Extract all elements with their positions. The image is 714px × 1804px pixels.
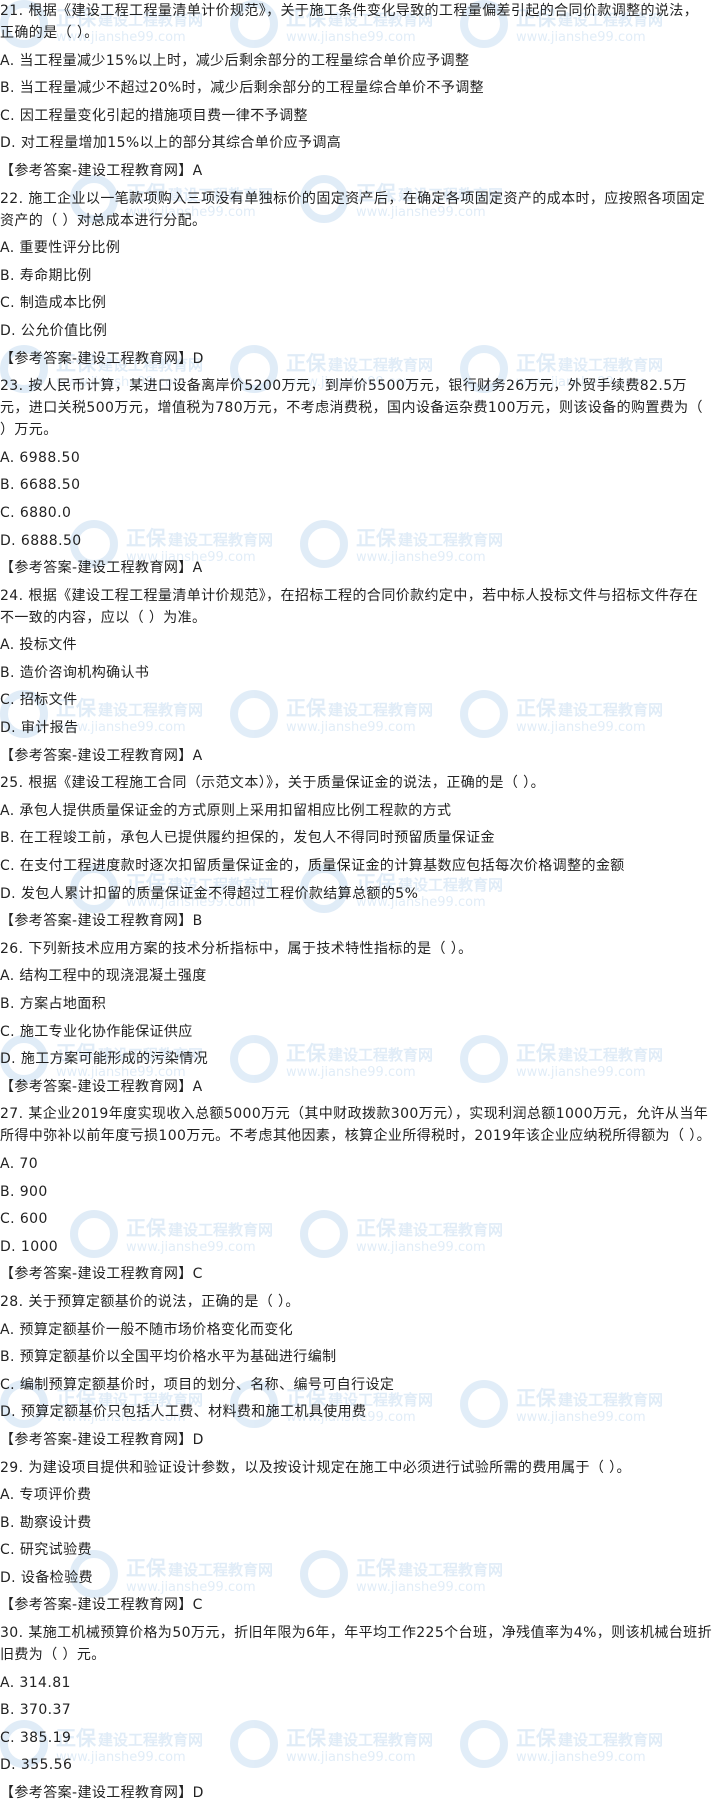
answer-option: D. 施工方案可能形成的污染情况 [0,1051,209,1068]
answer-option: D. 1000 [0,1238,59,1255]
question-stem: 28. 关于预算定额基价的说法，正确的是（ ）。 [0,1293,300,1310]
reference-answer: 【参考答案-建设工程教育网】D [0,1431,204,1448]
question-stem: 27. 某企业2019年度实现收入总额5000万元（其中财政拨款300万元），实… [0,1106,711,1145]
question-stem: 26. 下列新技术应用方案的技术分析指标中，属于技术特性指标的是（ ）。 [0,940,473,957]
answer-option: B. 900 [0,1183,48,1200]
answer-option: A. 结构工程中的现浇混凝土强度 [0,968,207,985]
answer-option: D. 审计报告 [0,720,79,737]
answer-option: C. 因工程量变化引起的措施项目费一律不予调整 [0,107,308,124]
answer-option: D. 对工程量增加15%以上的部分其综合单价应予调高 [0,135,342,152]
question-stem: 24. 根据《建设工程工程量清单计价规范》，在招标工程的合同价款约定中，若中标人… [0,587,699,626]
question-stem: 23. 按人民币计算，某进口设备离岸价5200万元，到岸价5500万元，银行财务… [0,378,703,439]
answer-option: A. 承包人提供质量保证金的方式原则上采用扣留相应比例工程款的方式 [0,802,452,819]
answer-option: C. 研究试验费 [0,1542,92,1559]
question-block: 21. 根据《建设工程工程量清单计价规范》，关于施工条件变化导致的工程量偏差引起… [0,0,712,182]
question-block: 28. 关于预算定额基价的说法，正确的是（ ）。 A. 预算定额基价一般不随市场价… [0,1291,712,1451]
answer-option: B. 造价咨询机构确认书 [0,664,150,681]
reference-answer: 【参考答案-建设工程教育网】D [0,1785,204,1802]
question-block: 25. 根据《建设工程施工合同（示范文本）》，关于质量保证金的说法，正确的是（ … [0,772,712,932]
answer-option: C. 385.19 [0,1729,72,1746]
answer-option: A. 专项评价费 [0,1487,92,1504]
question-block: 23. 按人民币计算，某进口设备离岸价5200万元，到岸价5500万元，银行财务… [0,375,712,579]
answer-option: A. 当工程量减少15%以上时，减少后剩余部分的工程量综合单价应予调整 [0,52,470,69]
answer-option: C. 制造成本比例 [0,295,107,312]
answer-option: D. 预算定额基价只包括人工费、材料费和施工机具使用费 [0,1404,367,1421]
answer-option: A. 314.81 [0,1674,71,1691]
question-stem: 22. 施工企业以一笔款项购入三项没有单独标价的固定资产后，在确定各项固定资产的… [0,190,706,229]
answer-option: A. 6988.50 [0,449,81,466]
reference-answer: 【参考答案-建设工程教育网】B [0,913,203,930]
answer-option: C. 600 [0,1211,48,1228]
reference-answer: 【参考答案-建设工程教育网】C [0,1266,203,1283]
question-block: 22. 施工企业以一笔款项购入三项没有单独标价的固定资产后，在确定各项固定资产的… [0,188,712,370]
question-stem: 29. 为建设项目提供和验证设计参数，以及按设计规定在施工中必须进行试验所需的费… [0,1459,631,1476]
answer-option: A. 70 [0,1155,39,1172]
answer-option: C. 施工专业化协作能保证供应 [0,1023,193,1040]
answer-option: D. 公允价值比例 [0,322,108,339]
answer-option: B. 寿命期比例 [0,267,92,284]
answer-option: C. 招标文件 [0,692,78,709]
answer-option: D. 设备检验费 [0,1569,93,1586]
answer-option: D. 355.56 [0,1757,73,1774]
question-block: 27. 某企业2019年度实现收入总额5000万元（其中财政拨款300万元），实… [0,1103,712,1285]
question-stem: 21. 根据《建设工程工程量清单计价规范》，关于施工条件变化导致的工程量偏差引起… [0,3,699,41]
answer-option: A. 重要性评分比例 [0,240,121,257]
question-block: 29. 为建设项目提供和验证设计参数，以及按设计规定在施工中必须进行试验所需的费… [0,1457,712,1617]
question-block: 26. 下列新技术应用方案的技术分析指标中，属于技术特性指标的是（ ）。 A. 结… [0,938,712,1098]
answer-option: B. 6688.50 [0,477,81,494]
answer-option: A. 预算定额基价一般不随市场价格变化而变化 [0,1321,294,1338]
answer-option: D. 6888.50 [0,532,82,549]
question-stem: 30. 某施工机械预算价格为50万元，折旧年限为6年，年平均工作225个台班，净… [0,1625,712,1664]
reference-answer: 【参考答案-建设工程教育网】A [0,162,203,179]
reference-answer: 【参考答案-建设工程教育网】A [0,1078,203,1095]
question-block: 24. 根据《建设工程工程量清单计价规范》，在招标工程的合同价款约定中，若中标人… [0,585,712,767]
answer-option: C. 在支付工程进度款时逐次扣留质量保证金的，质量保证金的计算基数应包括每次价格… [0,858,625,875]
answer-option: B. 当工程量减少不超过20%时，减少后剩余部分的工程量综合单价不予调整 [0,80,485,97]
question-stem: 25. 根据《建设工程施工合同（示范文本）》，关于质量保证金的说法，正确的是（ … [0,775,545,792]
reference-answer: 【参考答案-建设工程教育网】A [0,747,203,764]
answer-option: C. 6880.0 [0,504,72,521]
answer-option: B. 370.37 [0,1702,72,1719]
answer-option: A. 投标文件 [0,637,78,654]
answer-option: C. 编制预算定额基价时，项目的划分、名称、编号可自行设定 [0,1376,395,1393]
answer-option: D. 发包人累计扣留的质量保证金不得超过工程价款结算总额的5% [0,885,419,902]
answer-option: B. 预算定额基价以全国平均价格水平为基础进行编制 [0,1349,337,1366]
reference-answer: 【参考答案-建设工程教育网】A [0,560,203,577]
reference-answer: 【参考答案-建设工程教育网】D [0,350,204,367]
answer-option: B. 在工程竣工前，承包人已提供履约担保的，发包人不得同时预留质量保证金 [0,830,495,847]
answer-option: B. 勘察设计费 [0,1514,92,1531]
answer-option: B. 方案占地面积 [0,996,107,1012]
reference-answer: 【参考答案-建设工程教育网】C [0,1597,203,1614]
question-block: 30. 某施工机械预算价格为50万元，折旧年限为6年，年平均工作225个台班，净… [0,1622,712,1804]
